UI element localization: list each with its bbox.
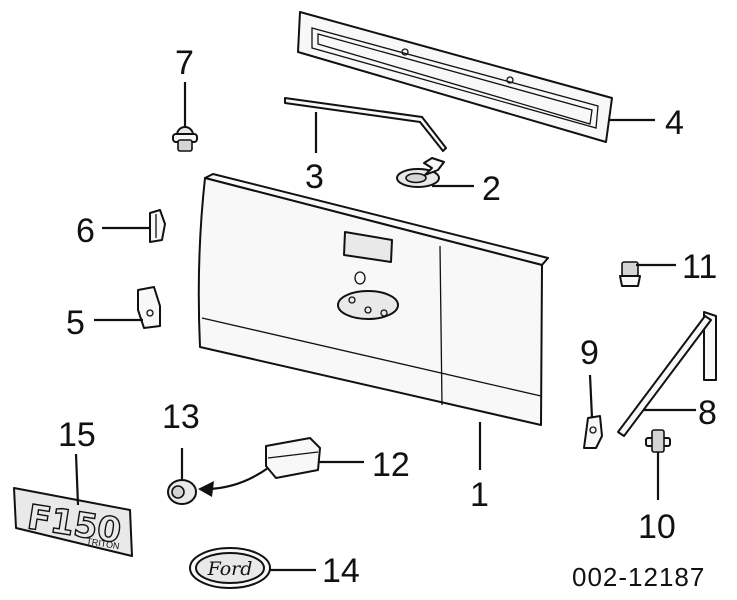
part-12-handle xyxy=(265,437,321,479)
leader-lines xyxy=(74,82,696,572)
part-4-tailgate-molding xyxy=(297,11,613,143)
callout-1: 1 xyxy=(470,476,489,514)
part-15-f150-badge: F150 TRITON xyxy=(13,487,133,557)
part-11-bolt xyxy=(619,261,641,287)
part-8-support-cable xyxy=(617,311,717,437)
callout-12: 12 xyxy=(372,446,410,484)
callout-8: 8 xyxy=(698,394,717,432)
part-1-tailgate xyxy=(197,173,549,426)
callout-6: 6 xyxy=(76,212,95,250)
part-3-latch-rod xyxy=(284,97,447,152)
callout-15: 15 xyxy=(58,416,96,454)
part-7-clip xyxy=(172,126,198,152)
part-14-ford-oval: Ford xyxy=(189,547,271,589)
callout-4: 4 xyxy=(665,104,684,142)
part-2-handle-bezel xyxy=(396,157,445,188)
callout-10: 10 xyxy=(638,508,676,546)
callout-9: 9 xyxy=(580,334,599,372)
install-arrow xyxy=(198,467,269,497)
callout-11: 11 xyxy=(682,248,717,286)
reference-code: 002-12187 xyxy=(572,562,705,592)
callout-3: 3 xyxy=(305,158,324,196)
part-13-lock-cylinder xyxy=(167,479,197,505)
part-10-pivot xyxy=(645,429,671,453)
part-5-hinge-bracket xyxy=(137,286,161,329)
callout-7: 7 xyxy=(175,44,194,82)
part-6-bracket xyxy=(149,209,166,243)
ford-logo-text: Ford xyxy=(207,558,253,580)
callout-labels: 7 3 4 2 6 5 11 9 8 1 13 12 15 10 14 xyxy=(58,44,717,590)
callout-5: 5 xyxy=(66,304,85,342)
part-9-latch-link xyxy=(583,415,603,449)
callout-14: 14 xyxy=(322,552,360,590)
callout-2: 2 xyxy=(482,170,501,208)
callout-13: 13 xyxy=(162,398,200,436)
